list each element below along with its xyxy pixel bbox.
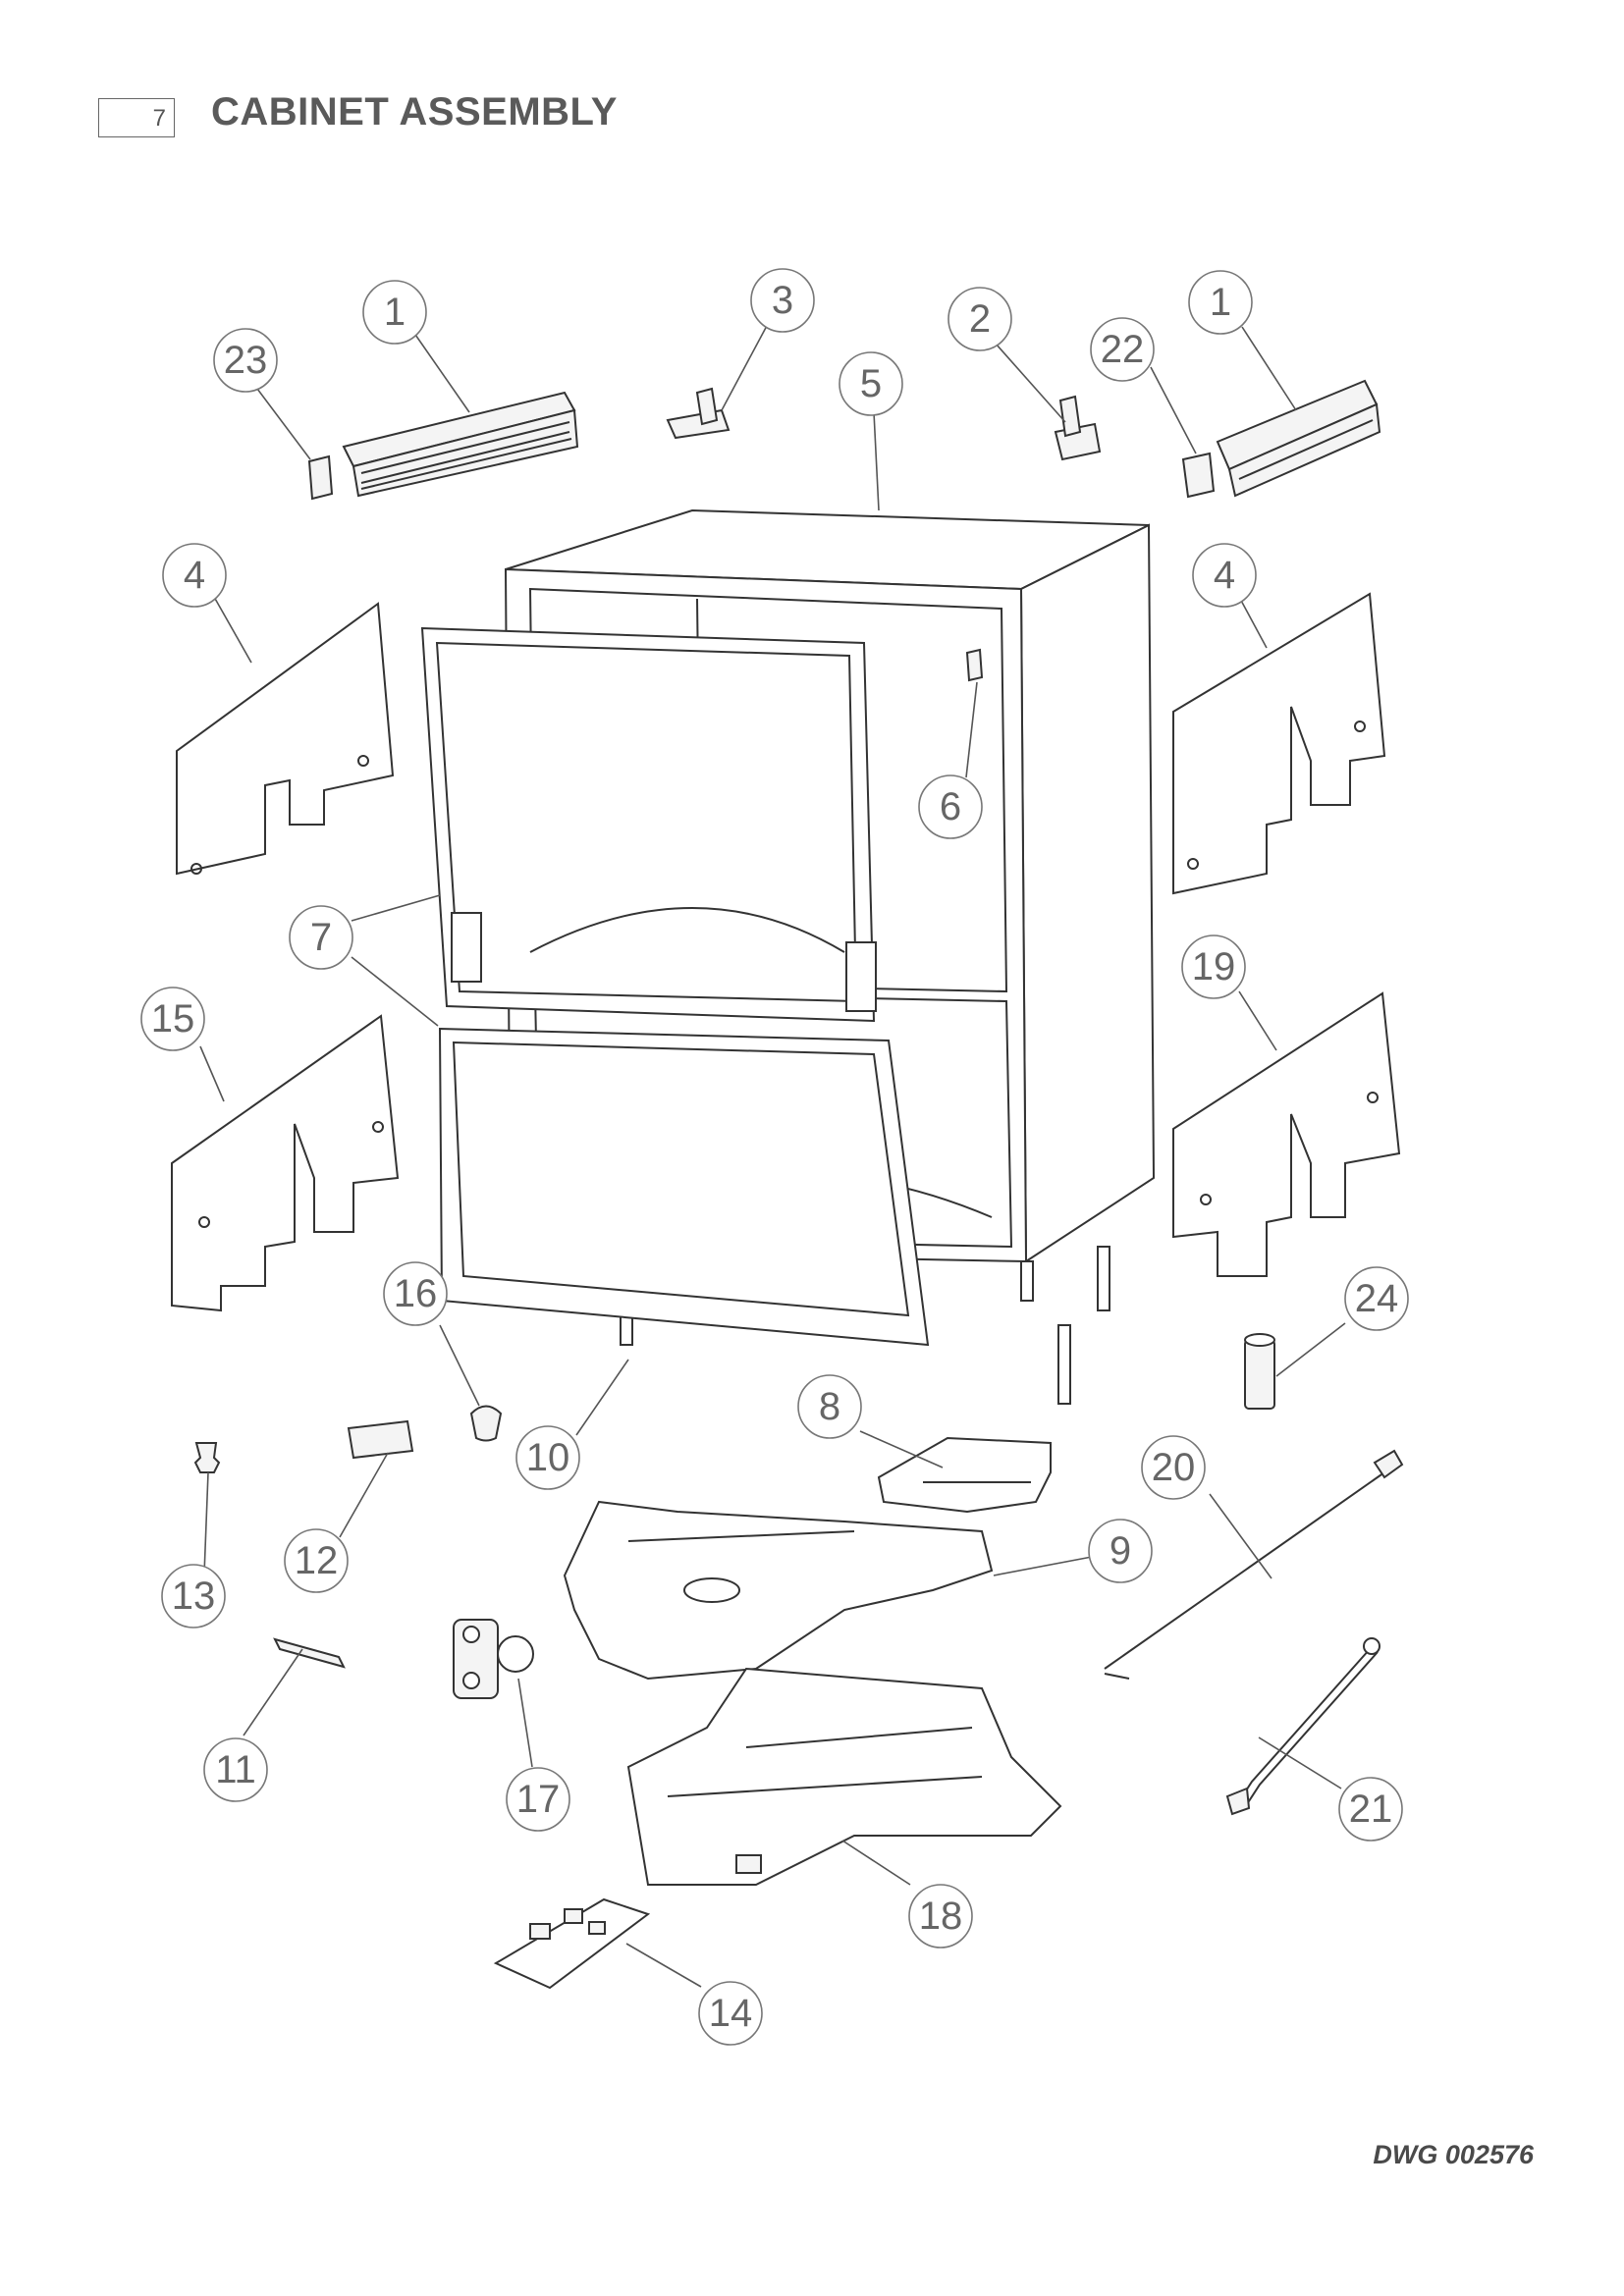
callout-8: 8 — [797, 1374, 862, 1439]
part-19-lower-right-panel — [1172, 991, 1401, 1277]
svg-text:7: 7 — [310, 916, 332, 959]
leader-lines — [199, 323, 1346, 1988]
callout-10: 10 — [515, 1425, 580, 1490]
part-12-switch — [347, 1419, 414, 1460]
part-18-base-tray — [626, 1667, 1062, 1886]
svg-text:3: 3 — [772, 279, 793, 322]
callout-1-left: 1 — [362, 280, 427, 345]
svg-text:12: 12 — [295, 1539, 339, 1582]
part-21-drain-hose — [1225, 1637, 1380, 1816]
callout-14: 14 — [698, 1981, 763, 2046]
callout-15: 15 — [140, 987, 205, 1051]
part-17-inlet-valve — [453, 1619, 534, 1699]
svg-text:9: 9 — [1110, 1529, 1131, 1573]
callout-7: 7 — [289, 905, 353, 970]
svg-text:4: 4 — [184, 554, 205, 597]
callout-19: 19 — [1181, 934, 1246, 999]
callout-6: 6 — [918, 774, 983, 839]
part-3-hinge-left — [666, 387, 731, 440]
callout-3: 3 — [750, 268, 815, 333]
part-7-upper-frame — [420, 626, 877, 1023]
svg-text:20: 20 — [1152, 1446, 1196, 1489]
part-16-clip — [469, 1405, 503, 1442]
svg-text:11: 11 — [215, 1748, 256, 1791]
part-11-sensor — [273, 1637, 346, 1669]
part-1-right-slide-rail — [1216, 379, 1381, 498]
svg-text:14: 14 — [709, 1992, 753, 2035]
part-1-left-slide-rail — [342, 391, 579, 498]
callout-4-right: 4 — [1192, 543, 1257, 608]
callout-13: 13 — [161, 1564, 226, 1629]
page-number: 7 — [152, 105, 166, 132]
part-23-end-cap-left — [307, 454, 334, 501]
callout-11: 11 — [203, 1737, 268, 1802]
svg-text:13: 13 — [172, 1575, 216, 1618]
svg-text:16: 16 — [394, 1272, 438, 1315]
svg-text:18: 18 — [919, 1895, 963, 1938]
svg-text:4: 4 — [1214, 554, 1235, 597]
part-4-left-panel — [176, 602, 395, 876]
svg-text:17: 17 — [516, 1778, 561, 1821]
part-7-lower-frame — [438, 1027, 930, 1347]
page-number-box: 7 — [98, 98, 175, 137]
part-9-base — [563, 1500, 994, 1681]
part-24-sleeve — [1244, 1333, 1275, 1410]
callout-18: 18 — [908, 1884, 973, 1949]
svg-text:21: 21 — [1349, 1788, 1393, 1831]
callout-17: 17 — [506, 1767, 570, 1832]
callout-20: 20 — [1141, 1435, 1206, 1500]
svg-text:22: 22 — [1101, 328, 1145, 371]
svg-text:23: 23 — [224, 339, 268, 382]
callout-16: 16 — [383, 1261, 448, 1326]
callout-23: 23 — [213, 328, 278, 393]
callout-12: 12 — [284, 1528, 349, 1593]
callout-24: 24 — [1344, 1266, 1409, 1331]
svg-text:1: 1 — [384, 291, 406, 334]
part-8-bracket — [877, 1436, 1052, 1514]
drawing-id: DWG 002576 — [1373, 2140, 1534, 2169]
part-13-grommet — [193, 1442, 221, 1473]
svg-text:10: 10 — [526, 1436, 570, 1479]
callout-9: 9 — [1088, 1519, 1153, 1583]
part-20-power-cord — [1104, 1449, 1404, 1680]
callout-22: 22 — [1090, 317, 1155, 382]
part-4-right-panel — [1172, 592, 1386, 895]
svg-text:15: 15 — [151, 997, 195, 1041]
callout-4-left: 4 — [162, 543, 227, 608]
part-2-hinge-right — [1054, 395, 1102, 461]
svg-text:24: 24 — [1355, 1277, 1399, 1320]
svg-text:1: 1 — [1210, 281, 1231, 324]
svg-text:5: 5 — [860, 362, 882, 405]
callout-21: 21 — [1338, 1777, 1403, 1842]
svg-text:8: 8 — [819, 1385, 840, 1428]
part-22-end-cap-right — [1181, 452, 1216, 499]
page-title: CABINET ASSEMBLY — [211, 90, 618, 133]
svg-text:2: 2 — [969, 297, 991, 341]
callout-1-right: 1 — [1188, 270, 1253, 335]
callout-5: 5 — [839, 351, 903, 416]
svg-text:6: 6 — [940, 785, 961, 828]
svg-text:19: 19 — [1192, 945, 1236, 988]
part-15-lower-left-panel — [171, 1014, 400, 1312]
part-6-bracket — [965, 648, 984, 682]
callout-2: 2 — [947, 287, 1012, 351]
part-14-pcb — [493, 1897, 651, 1990]
